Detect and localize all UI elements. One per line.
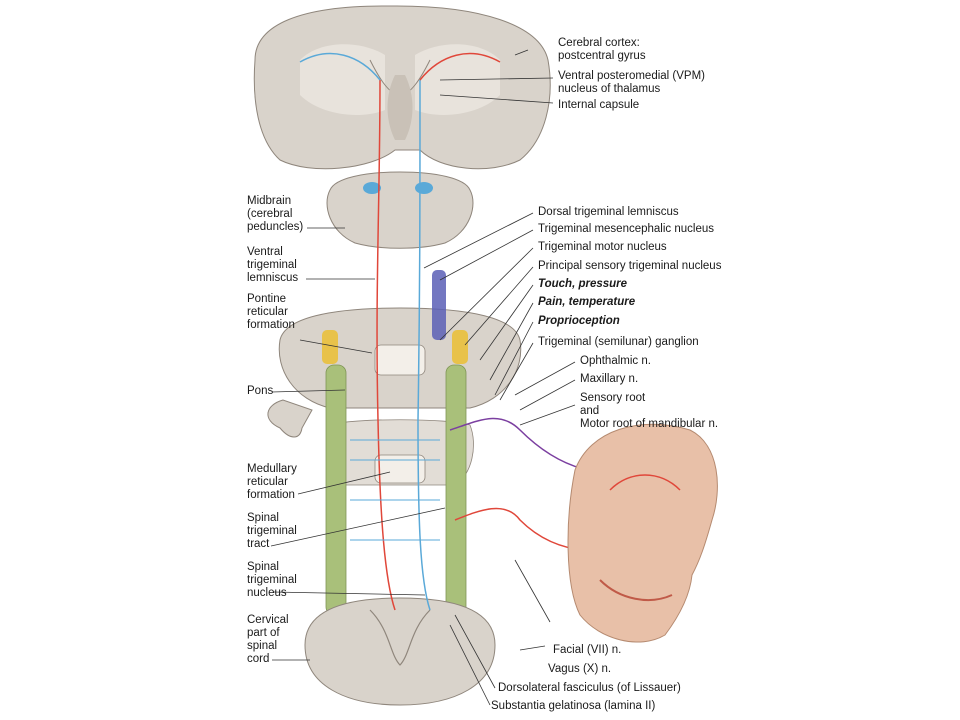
- label-motor-nucleus: Trigeminal motor nucleus: [538, 241, 667, 253]
- label-spinal-trigeminal-tract: Spinal trigeminal tract: [247, 512, 297, 550]
- label-medullary-reticular-formation: Medullary reticular formation: [247, 463, 297, 501]
- label-touch-pressure: Touch, pressure: [538, 278, 628, 290]
- pons-section: [267, 307, 522, 438]
- label-maxillary-nerve: Maxillary n.: [580, 373, 639, 385]
- label-pontine-reticular-formation: Pontine reticular formation: [247, 293, 295, 331]
- label-lissauer-fasciculus: Dorsolateral fasciculus (of Lissauer): [498, 682, 681, 694]
- medulla-section: [326, 419, 474, 486]
- label-trigeminal-ganglion: Trigeminal (semilunar) ganglion: [538, 336, 699, 348]
- label-vagus-nerve: Vagus (X) n.: [548, 663, 612, 675]
- cervical-spinal-cord: [304, 597, 496, 706]
- label-ophthalmic-nerve: Ophthalmic n.: [580, 355, 651, 367]
- label-substantia-gelatinosa: Substantia gelatinosa (lamina II): [491, 700, 656, 712]
- label-cervical-spinal-cord: Cervical part of spinal cord: [247, 614, 289, 665]
- label-spinal-trigeminal-nucleus: Spinal trigeminal nucleus: [247, 561, 297, 599]
- cerebrum-section: [253, 5, 551, 170]
- label-dorsal-trigeminal-lemniscus: Dorsal trigeminal lemniscus: [538, 206, 679, 218]
- leader-lines: [270, 49, 576, 706]
- label-principal-sensory-nucleus: Principal sensory trigeminal nucleus: [538, 260, 722, 272]
- face-illustration: [567, 423, 718, 643]
- label-cerebral-cortex: Cerebral cortex: postcentral gyrus: [558, 37, 646, 62]
- label-pain-temperature: Pain, temperature: [538, 296, 636, 308]
- label-internal-capsule: Internal capsule: [558, 99, 640, 111]
- label-mesencephalic-nucleus: Trigeminal mesencephalic nucleus: [538, 223, 714, 235]
- spinal-trigeminal-tracts: [325, 270, 467, 616]
- label-proprioception: Proprioception: [538, 315, 620, 327]
- label-ventral-trigeminal-lemniscus: Ventral trigeminal lemniscus: [247, 246, 299, 284]
- midbrain-section: [326, 171, 474, 249]
- label-facial-nerve: Facial (VII) n.: [553, 644, 622, 656]
- label-midbrain: Midbrain (cerebral peduncles): [247, 195, 304, 233]
- label-sensory-motor-roots: Sensory root and Motor root of mandibula…: [580, 392, 719, 430]
- label-pons: Pons: [247, 385, 274, 397]
- label-vpm-nucleus: Ventral posteromedial (VPM) nucleus of t…: [558, 70, 706, 95]
